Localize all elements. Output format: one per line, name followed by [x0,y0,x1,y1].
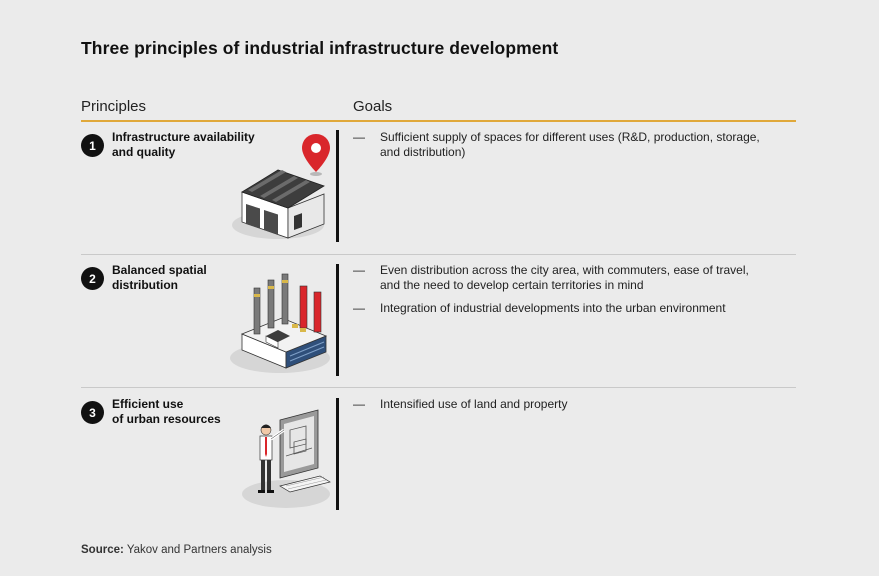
factory-with-chimneys-icon [230,273,330,373]
goal-text-2-2: Integration of industrial developments i… [380,301,726,315]
businessman-with-blueprint-screen-icon [242,409,331,508]
goal-text-3-1: Intensified use of land and property [380,397,568,411]
goal-dash-3-1: — [353,397,365,411]
principle-label-1: Infrastructure availability and quality [112,130,255,159]
goal-text-1-1: Sufficient supply of spaces for differen… [380,130,760,159]
source-label: Source: [81,544,124,556]
header-divider [81,120,796,122]
principle-label-3: Efficient use of urban resources [112,397,221,426]
principle-number-2: 2 [81,267,104,290]
goal-dash-1-1: — [353,130,365,144]
goal-dash-2-2: — [353,301,365,315]
goals-column-header: Goals [353,98,393,115]
page-title: Three principles of industrial infrastru… [81,38,559,58]
row-separator-1 [81,254,796,255]
goal-dash-2-1: — [353,263,365,277]
principle-number-1: 1 [81,134,104,157]
source-text: Yakov and Partners analysis [126,544,272,556]
goal-text-2-1: Even distribution across the city area, … [380,263,749,292]
principles-column-header: Principles [81,98,147,115]
row-1-divider-bar [336,130,339,242]
principle-label-2: Balanced spatial distribution [112,263,207,292]
source-note: Source: Yakov and Partners analysis [81,544,272,556]
warehouse-with-map-pin-icon [232,134,330,239]
row-separator-2 [81,387,796,388]
principle-number-3: 3 [81,401,104,424]
row-2-divider-bar [336,264,339,376]
row-3-divider-bar [336,398,339,510]
